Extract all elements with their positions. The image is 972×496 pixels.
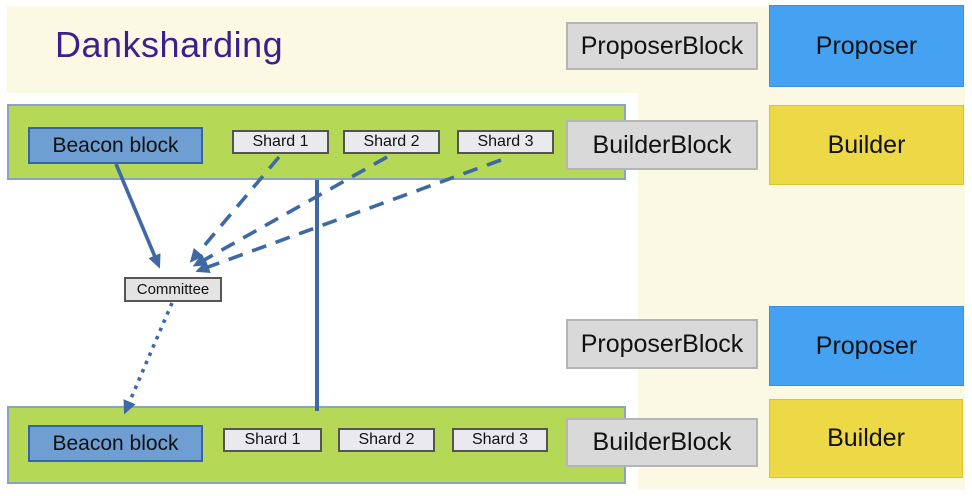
- shard-1-bottom: Shard 1: [223, 428, 322, 452]
- committee-node: Committee: [124, 277, 222, 302]
- builder-role-top: Builder: [769, 105, 964, 185]
- dotted-arrow-committee-to-beacon-icon: [123, 302, 174, 415]
- builder-block-bottom: BuilderBlock: [566, 418, 758, 467]
- builder-role-bottom: Builder: [769, 399, 963, 478]
- shard-2-bottom: Shard 2: [338, 428, 435, 452]
- proposer-role-bottom: Proposer: [769, 306, 964, 386]
- shard-2-top: Shard 2: [343, 130, 440, 154]
- page-title: Danksharding: [55, 24, 284, 65]
- builder-block-top: BuilderBlock: [566, 120, 758, 170]
- proposer-role-top: Proposer: [769, 5, 964, 87]
- beacon-block-top: Beacon block: [28, 127, 203, 164]
- shard-3-bottom: Shard 3: [452, 428, 548, 452]
- proposer-block-bottom: ProposerBlock: [566, 319, 758, 369]
- shard-1-top: Shard 1: [232, 130, 329, 154]
- shard-3-top: Shard 3: [457, 130, 554, 154]
- proposer-block-top: ProposerBlock: [566, 22, 758, 70]
- beacon-block-bottom: Beacon block: [28, 425, 203, 462]
